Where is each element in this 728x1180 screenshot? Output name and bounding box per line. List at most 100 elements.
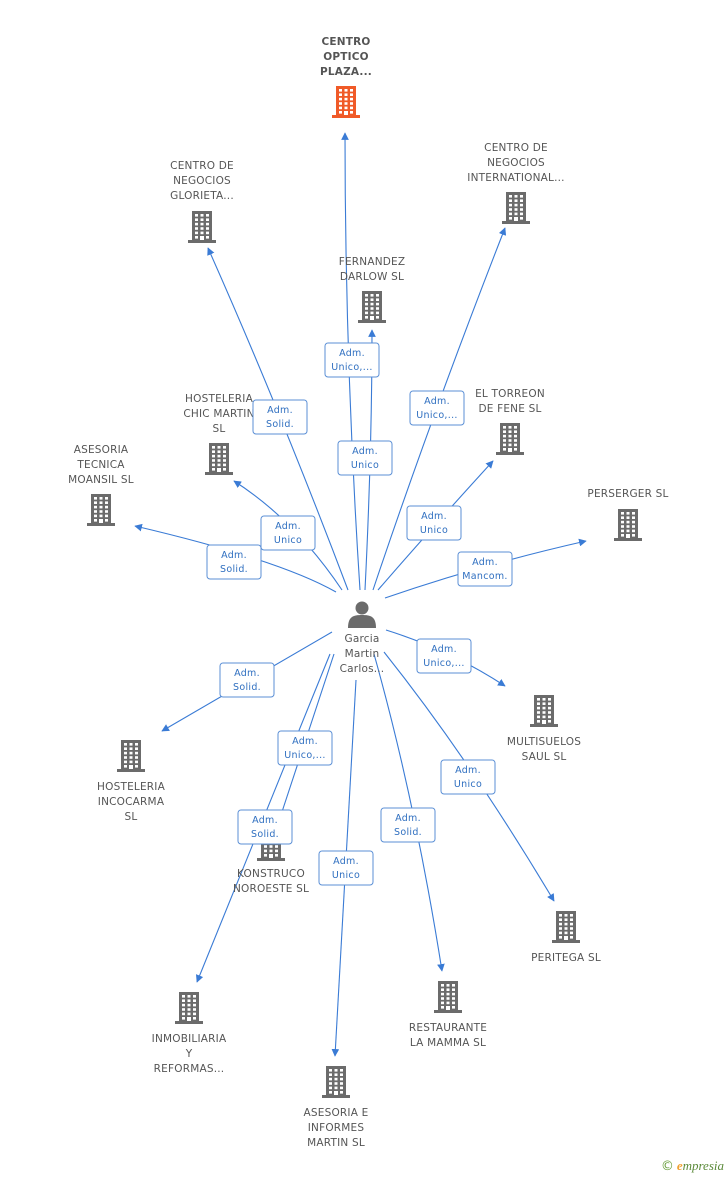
edge-label-box[interactable]: [380, 807, 436, 843]
company-node-centro-optico[interactable]: CENTRO OPTICO PLAZA...: [320, 36, 372, 118]
edge-label-centro-negocios-international[interactable]: Adm.Unico,...: [409, 390, 465, 426]
edge-label-text: Adm.: [252, 815, 278, 826]
node-label-line: MARTIN SL: [307, 1137, 365, 1149]
edge-label-hosteleria-incocarma[interactable]: Adm.Solid.: [219, 662, 275, 698]
node-label-line: OPTICO: [323, 51, 369, 63]
edge-label-box[interactable]: [206, 544, 262, 580]
company-node-peritega[interactable]: PERITEGA SL: [531, 911, 601, 964]
edge-label-hosteleria-chic[interactable]: Adm.Unico: [260, 515, 316, 551]
edge-label-restaurante[interactable]: Adm. Solid.: [380, 807, 436, 843]
edge-label-text: Adm.: [395, 813, 421, 824]
edge-label-box[interactable]: [409, 390, 465, 426]
edge-label-multisuelos[interactable]: Adm.Unico,...: [416, 638, 472, 674]
node-label-line: Martin: [345, 648, 380, 660]
edge-label-text: Adm.: [352, 446, 378, 457]
edge-label-fernandez-darlow[interactable]: Adm. Unico,...: [324, 342, 380, 378]
edge-label-text: Solid.: [251, 829, 279, 840]
edge-label-text: Solid.: [233, 682, 261, 693]
edge-label-centro-negocios-glorieta[interactable]: Adm.Solid.: [252, 399, 308, 435]
node-label-line: PERSERGER SL: [587, 488, 668, 500]
edge-label-box[interactable]: [237, 809, 293, 845]
building-icon: [614, 509, 642, 541]
edge-label-text: Unico,...: [284, 750, 325, 761]
node-label-line: HOSTELERIA: [97, 781, 166, 793]
edge-label-box[interactable]: [318, 850, 374, 886]
node-label-line: DARLOW SL: [340, 271, 404, 283]
building-icon: [175, 992, 203, 1024]
edge-label-box[interactable]: [416, 638, 472, 674]
node-label-line: Y: [185, 1048, 193, 1060]
edge-label-text: Adm.: [455, 765, 481, 776]
node-label-line: CHIC MARTIN: [183, 408, 254, 420]
node-label-line: TECNICA: [76, 459, 125, 471]
node-label-line: LA MAMMA SL: [410, 1037, 486, 1049]
building-icon: [530, 695, 558, 727]
edge-label-text: Adm.: [221, 550, 247, 561]
edge-label-box[interactable]: [277, 730, 333, 766]
node-label-line: PLAZA...: [320, 66, 372, 78]
edge-label-konstruco[interactable]: Adm. Unico,...: [277, 730, 333, 766]
edge-label-box[interactable]: [337, 440, 393, 476]
edge-label-text: Unico,...: [331, 362, 372, 373]
company-node-centro-negocios-glorieta[interactable]: CENTRO DENEGOCIOSGLORIETA...: [170, 160, 234, 243]
edge-label-text: Unico: [332, 870, 360, 881]
company-node-inmobiliaria[interactable]: INMOBILIARIAYREFORMAS...: [152, 992, 227, 1075]
building-icon: [87, 494, 115, 526]
company-node-perserger[interactable]: PERSERGER SL: [587, 488, 668, 541]
edge-label-box[interactable]: [457, 551, 513, 587]
edge-label-el-torreon[interactable]: Adm.Unico: [406, 505, 462, 541]
edge-label-text: Adm.: [339, 348, 365, 359]
edge-label-text: Adm.: [421, 511, 447, 522]
node-label-line: CENTRO DE: [170, 160, 234, 172]
edge-label-centro-optico[interactable]: Adm. Unico: [337, 440, 393, 476]
brand-name: mpresia: [682, 1158, 724, 1173]
node-label-line: INTERNATIONAL...: [467, 172, 564, 184]
edge-label-box[interactable]: [260, 515, 316, 551]
node-label-line: Garcia: [345, 633, 380, 645]
node-label-line: DE FENE SL: [478, 403, 541, 415]
node-label-line: Carlos...: [340, 663, 385, 675]
copyright-symbol: ©: [660, 1159, 674, 1174]
edge-restaurante: [373, 653, 445, 972]
edge-label-text: Unico,...: [423, 658, 464, 669]
edge-label-text: Adm.: [333, 856, 359, 867]
building-icon: [332, 86, 360, 118]
edge-label-box[interactable]: [252, 399, 308, 435]
brand-initial: e: [676, 1158, 683, 1173]
building-icon: [496, 423, 524, 455]
building-icon: [502, 192, 530, 224]
node-label-line: CENTRO: [321, 36, 370, 48]
edge-label-asesoria-informes[interactable]: Adm. Unico: [318, 850, 374, 886]
edge-label-text: Unico,...: [416, 410, 457, 421]
edge-label-peritega[interactable]: Adm.Unico: [440, 759, 496, 795]
edge-label-box[interactable]: [440, 759, 496, 795]
edge-label-perserger[interactable]: Adm.Mancom.: [457, 551, 513, 587]
building-icon: [358, 291, 386, 323]
company-node-centro-negocios-international[interactable]: CENTRO DENEGOCIOSINTERNATIONAL...: [467, 142, 565, 224]
building-icon: [322, 1066, 350, 1098]
node-label-line: GLORIETA...: [170, 190, 234, 202]
building-icon: [552, 911, 580, 943]
edge-label-asesoria-tecnica[interactable]: Adm.Solid.: [206, 544, 262, 580]
center-person-node[interactable]: GarciaMartinCarlos...: [340, 601, 385, 676]
edge-label-inmobiliaria[interactable]: Adm. Solid.: [237, 809, 293, 845]
edge-label-text: Solid.: [394, 827, 422, 838]
node-label-line: SL: [125, 811, 138, 823]
node-label-line: KONSTRUCO: [237, 868, 305, 880]
edge-label-text: Unico: [351, 460, 379, 471]
edge-label-box[interactable]: [219, 662, 275, 698]
node-label-line: SL: [213, 423, 226, 435]
edge-label-box[interactable]: [406, 505, 462, 541]
edge-label-text: Adm.: [292, 736, 318, 747]
edge-label-box[interactable]: [324, 342, 380, 378]
